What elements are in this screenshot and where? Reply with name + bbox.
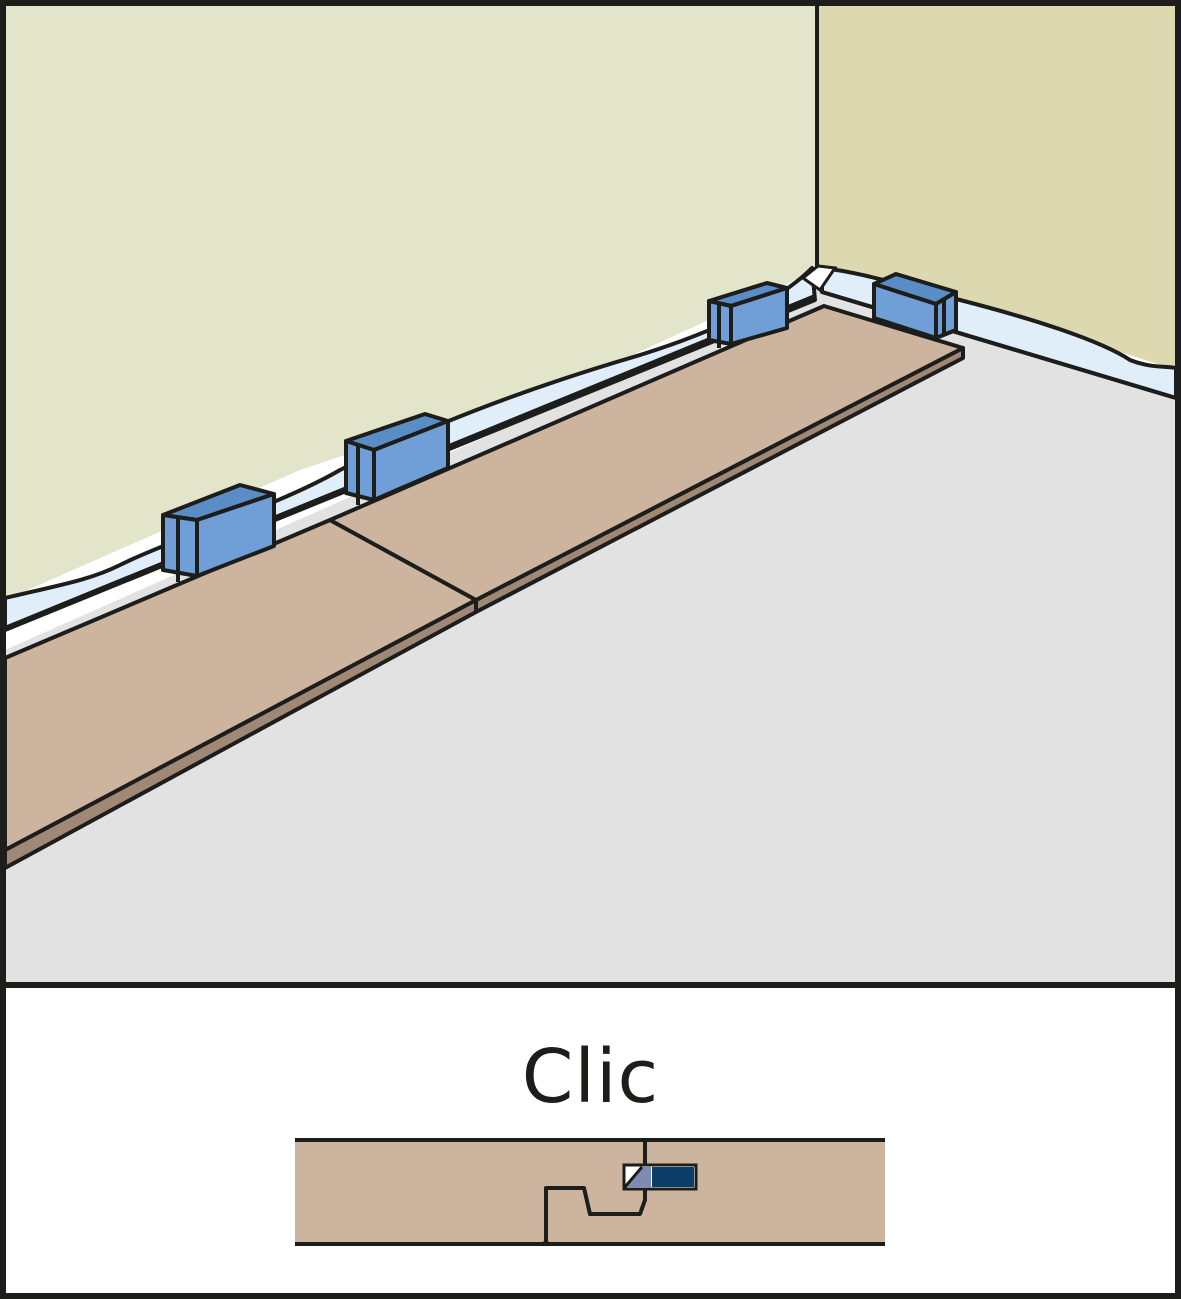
spacer-wedge-icon	[344, 412, 450, 505]
board-top-2	[328, 304, 965, 602]
left-wall	[5, 5, 817, 600]
caption-label: Clic	[521, 1034, 660, 1120]
floor	[5, 290, 1176, 985]
spacer-wedge-icon	[872, 272, 958, 340]
spacer-wedge-icon	[161, 483, 276, 582]
underlay-corner	[800, 264, 838, 293]
spacer-wedge-icon	[707, 281, 789, 348]
clic-joint-profile-icon	[295, 1138, 885, 1246]
